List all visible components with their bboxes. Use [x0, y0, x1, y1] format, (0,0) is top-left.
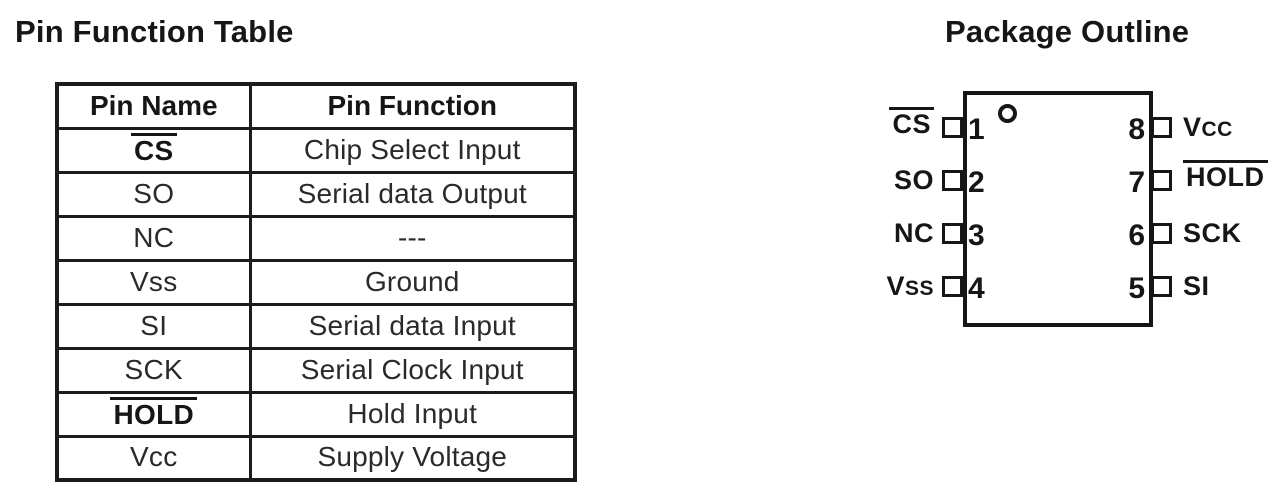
pin-number: 1 [968, 113, 985, 146]
table-row: HOLD Hold Input [55, 390, 577, 438]
pin-label-text: SO [893, 165, 934, 195]
pin-label: CS [814, 107, 934, 139]
pin-number: 7 [1128, 166, 1145, 199]
pin-function-cell: Ground [248, 258, 577, 306]
pin-function-cell: Serial data Output [248, 170, 577, 218]
pin-square [942, 223, 963, 244]
pin-label-suffix: CC [1201, 118, 1233, 141]
pin-name-cell: SO [55, 170, 252, 218]
pin-name-text: SO [133, 177, 175, 209]
pin-number: 6 [1128, 219, 1145, 252]
pin-function-cell: Hold Input [248, 390, 577, 438]
pin-function-table: Pin Name Pin Function CS Chip Select Inpu… [55, 82, 577, 482]
pin-number: 4 [968, 272, 985, 305]
table-header-row: Pin Name Pin Function [55, 82, 577, 130]
pin-function-cell: Serial Clock Input [248, 346, 577, 394]
pin-function-cell: Serial data Input [248, 302, 577, 350]
pin-label-text: SI [1183, 271, 1210, 301]
pin-name-text: Vss [129, 265, 178, 297]
pin-label: VSS [814, 271, 934, 304]
table-row: NC --- [55, 214, 577, 262]
table-row: SCK Serial Clock Input [55, 346, 577, 394]
pin-label-text: HOLD [1183, 160, 1268, 191]
pin-name-text: SI [140, 309, 168, 341]
pin-label-text: VSS [886, 271, 934, 301]
pin-number: 2 [968, 166, 985, 199]
pin-name-text: Vcc [129, 441, 178, 473]
pin-name-text: HOLD [110, 397, 198, 429]
table-row: Vss Ground [55, 258, 577, 306]
pin-label-suffix: SS [904, 277, 934, 300]
pin-square [942, 276, 963, 297]
pin-name-cell: CS [55, 126, 252, 174]
pin-name-text: SCK [124, 353, 183, 385]
pin-label: SCK [1183, 218, 1242, 248]
pin1-indicator-circle-icon [998, 104, 1017, 123]
table-row: Vcc Supply Voltage [55, 434, 577, 482]
pin-function-table-title: Pin Function Table [15, 14, 294, 49]
pin-name-cell: Vcc [55, 434, 252, 482]
pin-label: SO [814, 165, 934, 195]
pin-function-cell: Chip Select Input [248, 126, 577, 174]
pin-number: 3 [968, 219, 985, 252]
pin-function-cell: Supply Voltage [248, 434, 577, 482]
pin-square [1151, 170, 1172, 191]
pin-label: HOLD [1183, 160, 1268, 192]
pin-number: 8 [1128, 113, 1145, 146]
pin-label-text: NC [894, 218, 934, 248]
pin-label-text: CS [889, 107, 934, 138]
table-row: CS Chip Select Input [55, 126, 577, 174]
ic-package-body [963, 91, 1153, 327]
pin-square [942, 117, 963, 138]
pin-name-text: NC [133, 221, 175, 253]
package-outline-title: Package Outline [945, 14, 1190, 49]
pin-function-header: Pin Function [248, 82, 577, 130]
pin-name-header: Pin Name [55, 82, 252, 130]
pin-square [1151, 276, 1172, 297]
pin-name-cell: NC [55, 214, 252, 262]
table-row: SO Serial data Output [55, 170, 577, 218]
pin-label: SI [1183, 271, 1210, 301]
pin-name-cell: HOLD [55, 390, 252, 438]
pin-square [1151, 223, 1172, 244]
pin-name-cell: Vss [55, 258, 252, 306]
pin-name-cell: SI [55, 302, 252, 350]
pin-square [942, 170, 963, 191]
pin-function-cell: --- [248, 214, 577, 262]
pin-number: 5 [1128, 272, 1145, 305]
pin-label: NC [814, 218, 934, 248]
pin-label-text: SCK [1183, 218, 1242, 248]
pin-name-cell: SCK [55, 346, 252, 394]
pin-name-text: CS [131, 133, 177, 165]
pin-label: VCC [1183, 112, 1233, 145]
table-row: SI Serial data Input [55, 302, 577, 350]
pin-square [1151, 117, 1172, 138]
pin-label-text: VCC [1183, 112, 1233, 142]
